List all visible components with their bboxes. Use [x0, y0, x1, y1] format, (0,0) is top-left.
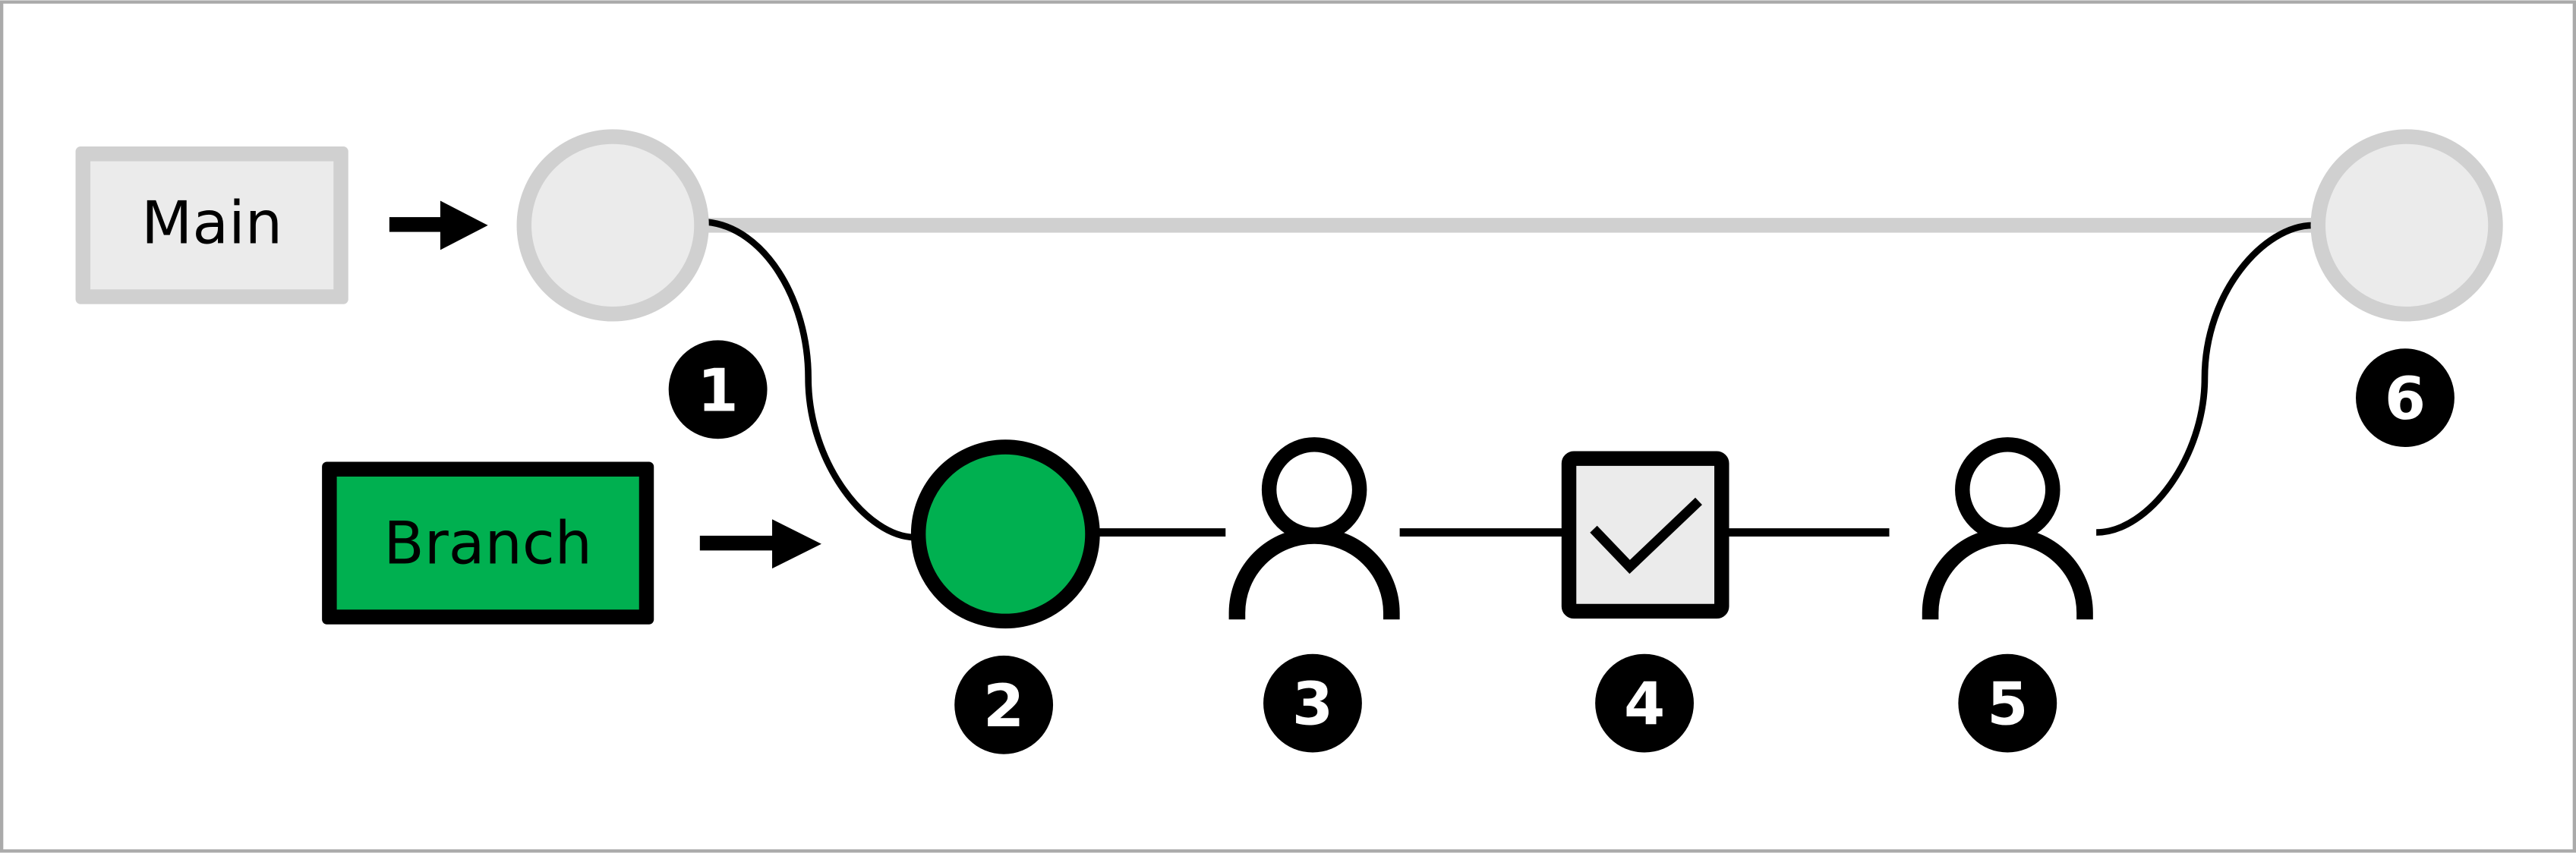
main-start-node: [516, 129, 709, 322]
step-badge-5: 5: [1958, 653, 2057, 753]
step-number: 5: [1987, 671, 2028, 739]
main-merge-node: [2310, 129, 2503, 322]
step-number: 6: [2385, 365, 2426, 433]
step-number: 2: [983, 672, 1024, 741]
branch-label: Branch: [383, 510, 592, 578]
step-badge-4: 4: [1595, 653, 1694, 753]
branch-arrow-icon: [699, 519, 821, 569]
main-label-box: Main: [75, 146, 348, 304]
main-arrow-icon: [389, 200, 488, 250]
merger-person-icon: [1922, 437, 2093, 620]
step-badge-1: 1: [668, 340, 768, 439]
reviewer-person-icon: [1228, 437, 1400, 620]
main-label: Main: [141, 190, 282, 258]
step-badge-3: 3: [1263, 653, 1362, 753]
step-badge-2: 2: [954, 655, 1054, 754]
branch-off-curve: [706, 219, 916, 541]
step-badge-6: 6: [2356, 348, 2455, 448]
step-number: 4: [1624, 671, 1665, 739]
merge-curve: [2096, 222, 2313, 536]
approval-check-icon: [1561, 451, 1729, 619]
branch-label-box: Branch: [322, 461, 654, 625]
branch-commit-node: [910, 439, 1100, 629]
step-number: 1: [698, 357, 739, 425]
step-number: 3: [1292, 671, 1333, 739]
